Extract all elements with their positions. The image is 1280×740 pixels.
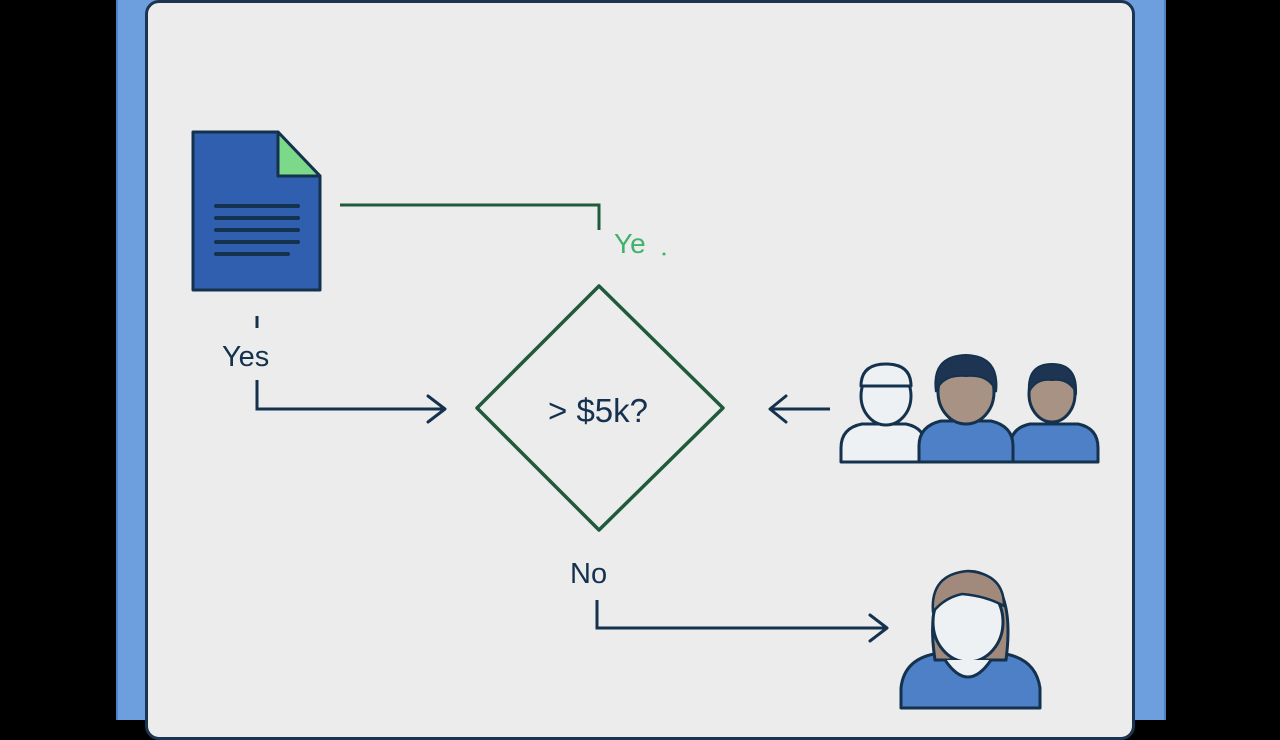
decision-text: > $5k?: [548, 392, 648, 429]
label-no: No: [570, 558, 607, 590]
connector-no: [595, 600, 886, 630]
label-dot: [662, 252, 666, 256]
arrowhead-yes-left: [426, 394, 447, 424]
label-yes-left: Yes: [222, 341, 269, 373]
team-icon: [839, 353, 1100, 464]
connector-yes-left: [255, 380, 444, 411]
flowchart: Ye Yes > $5k? No: [191, 130, 1100, 710]
person-icon: [899, 569, 1042, 710]
decision-diamond: [475, 284, 725, 532]
arrowhead-no: [868, 613, 889, 643]
arrowhead-group: [768, 394, 788, 424]
label-yes-top: Ye: [614, 228, 646, 259]
document-icon: [191, 130, 322, 292]
connector-yes-top: [340, 203, 601, 230]
